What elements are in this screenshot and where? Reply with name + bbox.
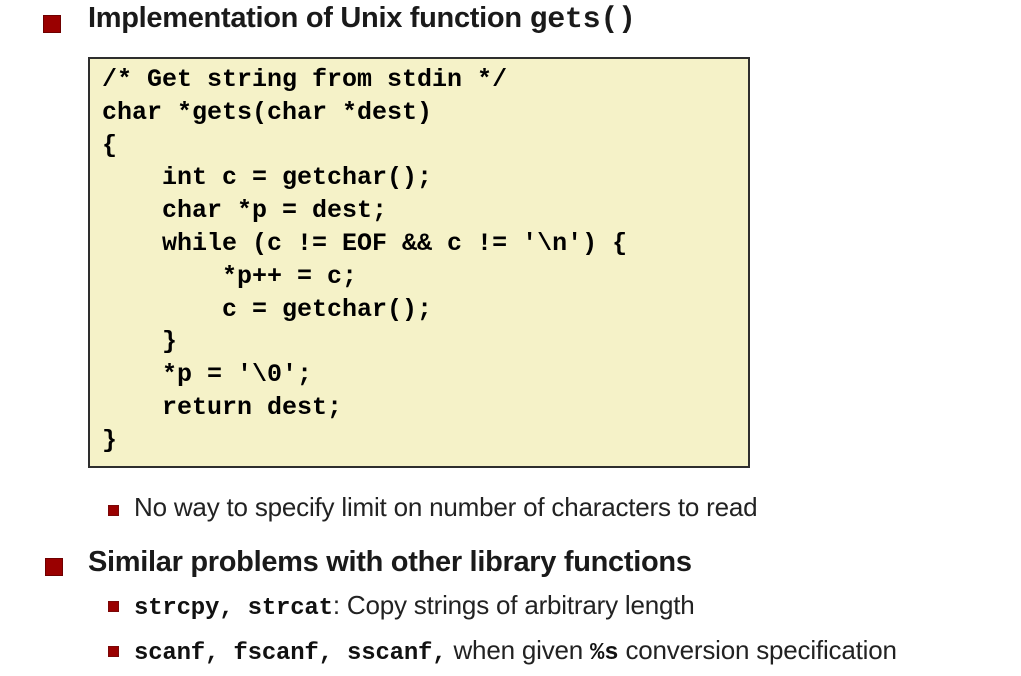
- code-line: while (c != EOF && c != '\n') {: [102, 228, 628, 258]
- page-title: Implementation of Unix function gets(): [88, 2, 636, 37]
- note-bullet-square-icon: [108, 505, 119, 516]
- code-line: /* Get string from stdin */: [102, 65, 508, 94]
- title-bullet-square-icon: [43, 15, 61, 33]
- code-line: return dest;: [102, 392, 343, 422]
- code-line: *p = '\0';: [102, 360, 313, 390]
- section-bullet-square-icon: [45, 558, 63, 576]
- code-line: }: [102, 425, 118, 455]
- strcpy-bullet-square-icon: [108, 601, 119, 612]
- title-code-part: gets(): [529, 3, 637, 37]
- code-block: /* Get string from stdin */ char *gets(c…: [88, 57, 750, 468]
- code-line: }: [102, 327, 178, 357]
- section-heading: Similar problems with other library func…: [88, 546, 692, 578]
- code-line: c = getchar();: [102, 294, 433, 324]
- note-text: No way to specify limit on number of cha…: [134, 492, 758, 522]
- scanf-conversion-spec: %s: [590, 640, 619, 667]
- code-line: char *p = dest;: [102, 196, 388, 226]
- code-line: {: [102, 130, 118, 160]
- scanf-item: scanf, fscanf, sscanf, when given %s con…: [134, 635, 897, 667]
- code-line: *p++ = c;: [102, 261, 358, 291]
- scanf-text-part1: when given: [446, 635, 591, 665]
- title-text-part: Implementation of Unix function: [88, 2, 530, 34]
- strcpy-code-part: strcpy, strcat: [134, 595, 333, 622]
- scanf-code-part: scanf, fscanf, sscanf,: [134, 640, 447, 667]
- scanf-text-part2: conversion specification: [618, 635, 897, 665]
- scanf-bullet-square-icon: [108, 646, 119, 657]
- code-line: char *gets(char *dest): [102, 97, 433, 127]
- code-line: int c = getchar();: [102, 163, 433, 193]
- strcpy-item: strcpy, strcat: Copy strings of arbitrar…: [134, 590, 695, 622]
- strcpy-text-part: : Copy strings of arbitrary length: [332, 590, 695, 620]
